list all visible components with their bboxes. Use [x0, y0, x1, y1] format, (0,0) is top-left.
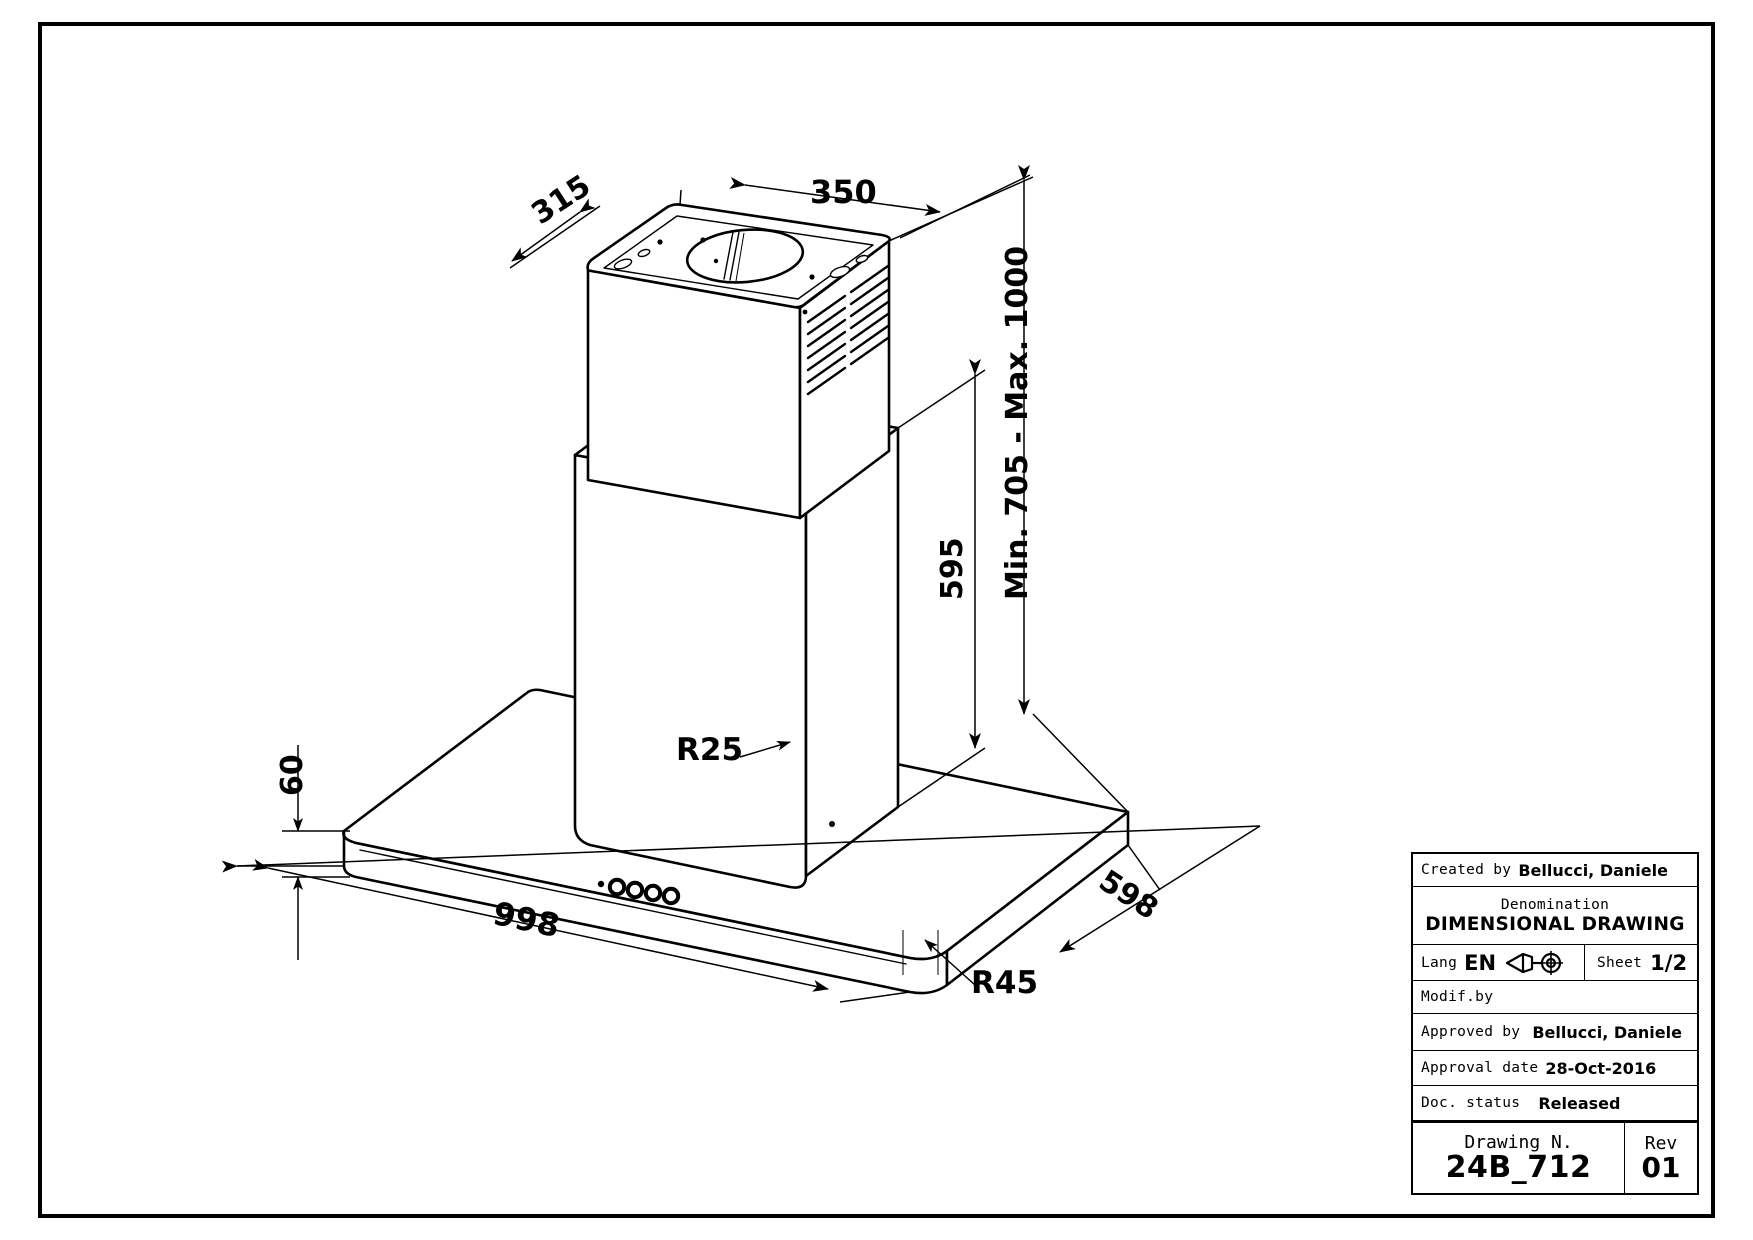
- drawing-number-cell: Drawing N. 24B_712: [1413, 1123, 1625, 1195]
- lang-cell: Lang EN: [1413, 945, 1585, 980]
- rev-label: Rev: [1644, 1133, 1678, 1155]
- created-by-value: Bellucci, Daniele: [1518, 860, 1668, 880]
- title-block-row-modif-by: Modif.by: [1413, 981, 1697, 1014]
- vent-louvers: [806, 264, 890, 396]
- sheet-value: 1/2: [1650, 950, 1688, 975]
- dim-label-595: 595: [935, 537, 970, 600]
- title-block-row-denomination: Denomination DIMENSIONAL DRAWING: [1413, 887, 1697, 945]
- dim-label-overall-height: Min. 705 - Max. 1000: [1000, 245, 1035, 600]
- title-block-row-doc-status: Doc. status Released: [1413, 1086, 1697, 1121]
- doc-status-value: Released: [1538, 1093, 1621, 1113]
- drawing-number-label: Drawing N.: [1464, 1132, 1573, 1154]
- denomination-label: Denomination: [1500, 896, 1610, 913]
- title-block-row-created-by: Created by Bellucci, Daniele: [1413, 854, 1697, 887]
- approval-date-label: Approval date: [1421, 1060, 1539, 1076]
- upper-chimney: [586, 203, 891, 520]
- dim-label-350: 350: [810, 173, 877, 211]
- drawing-frame-border: [38, 22, 1715, 1218]
- modif-by-label: Modif.by: [1421, 989, 1494, 1005]
- dim-315: [509, 198, 601, 269]
- approval-date-value: 28-Oct-2016: [1545, 1058, 1657, 1078]
- approved-by-value: Bellucci, Daniele: [1532, 1022, 1682, 1042]
- doc-status-label: Doc. status: [1421, 1095, 1521, 1111]
- title-block-row-approved-by: Approved by Bellucci, Daniele: [1413, 1014, 1697, 1051]
- title-block-row-approval-date: Approval date 28-Oct-2016: [1413, 1051, 1697, 1086]
- created-by-label: Created by: [1421, 862, 1512, 878]
- title-block-row-lang-sheet: Lang EN Sheet 1/2: [1413, 945, 1697, 981]
- sheet-label: Sheet: [1597, 954, 1643, 971]
- title-block-row-drawing-number: Drawing N. 24B_712 Rev 01: [1413, 1121, 1697, 1195]
- dim-label-60: 60: [275, 754, 310, 796]
- leader-r25: [739, 740, 791, 758]
- rev-cell: Rev 01: [1625, 1123, 1697, 1195]
- lang-value: EN: [1464, 950, 1497, 975]
- dim-overall-height: [888, 165, 1129, 813]
- dim-label-r45: R45: [971, 965, 1039, 1001]
- approved-by-label: Approved by: [1421, 1024, 1521, 1040]
- drawing-number-value: 24B_712: [1445, 1150, 1592, 1186]
- sheet-cell: Sheet 1/2: [1585, 945, 1687, 980]
- leader-r45: [902, 930, 976, 986]
- dim-595: [897, 359, 986, 808]
- denomination-value: DIMENSIONAL DRAWING: [1425, 913, 1685, 935]
- lang-label: Lang: [1421, 954, 1458, 971]
- rev-value: 01: [1641, 1151, 1681, 1185]
- first-angle-projection-icon: [1505, 950, 1564, 975]
- title-block: Created by Bellucci, Daniele Denominatio…: [1411, 852, 1699, 1195]
- dim-598: [221, 825, 1261, 953]
- dim-label-r25: R25: [676, 732, 744, 768]
